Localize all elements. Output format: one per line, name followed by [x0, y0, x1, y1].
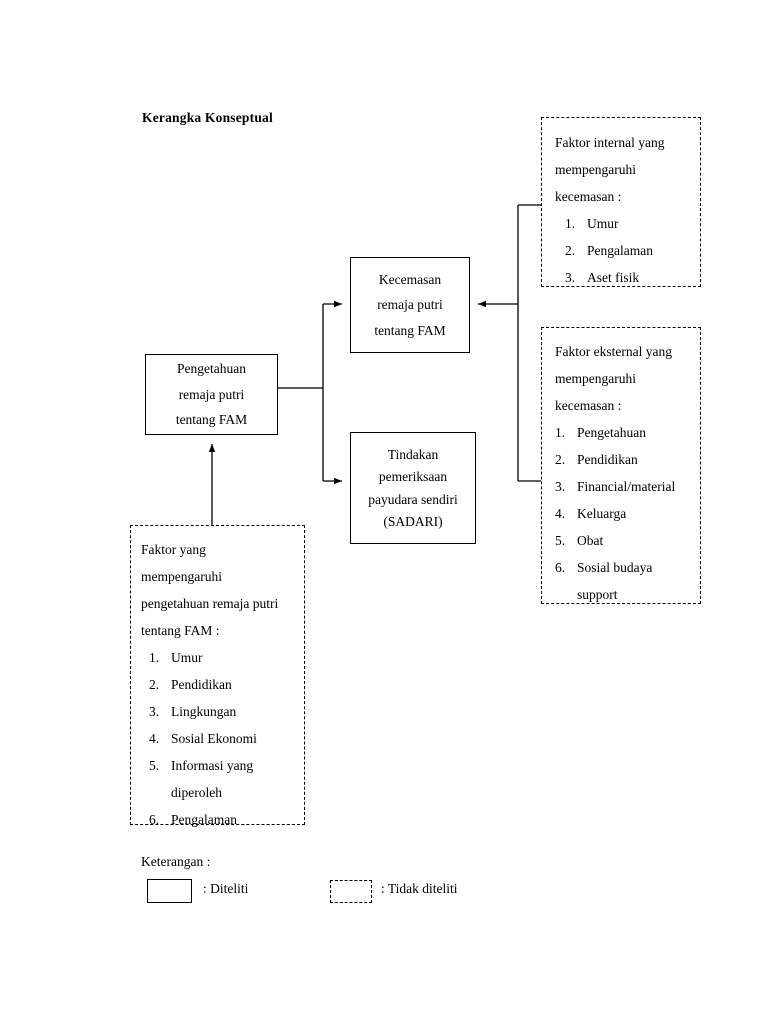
list-number: 1. — [565, 216, 576, 231]
box-kecemasan: Kecemasan remaja putri tentang FAM — [350, 257, 470, 353]
list-item: 3. Lingkungan — [149, 698, 312, 725]
external-factors-list: 1. Pengetahuan 2. Pendidikan 3. Financial/m… — [555, 419, 700, 581]
box-tindakan-sadari: Tindakan pemeriksaan payudara sendiri (S… — [350, 432, 476, 544]
list-number: 5. — [149, 758, 160, 773]
knowledge-list-continuation: diperoleh — [171, 785, 222, 800]
knowledge-heading-3: pengetahuan remaja putri — [141, 596, 279, 611]
list-item: 5. Informasi yang — [149, 752, 312, 779]
list-label: Pengalaman — [171, 812, 237, 827]
list-item: 2. Pendidikan — [149, 671, 312, 698]
list-number: 4. — [149, 731, 160, 746]
list-label: Financial/material — [577, 479, 676, 494]
list-label: Keluarga — [577, 506, 627, 521]
box-external-factors: Faktor eksternal yang mempengaruhi kecem… — [541, 327, 701, 604]
list-label: Umur — [171, 650, 203, 665]
list-number: 6. — [149, 812, 160, 827]
box-tindakan-line-1: Tindakan — [387, 446, 439, 462]
list-number: 2. — [149, 677, 160, 692]
box-pengetahuan-line-3: tentang FAM — [175, 412, 248, 428]
list-item: 2. Pengalaman — [565, 237, 710, 264]
list-label: Sosial budaya — [577, 560, 653, 575]
list-label: Pengetahuan — [577, 425, 646, 440]
legend-label-diteliti: : Diteliti — [203, 881, 249, 896]
box-pengetahuan-line-2: remaja putri — [178, 386, 245, 402]
box-kecemasan-line-2: remaja putri — [377, 297, 443, 313]
list-label: Sosial Ekonomi — [171, 731, 257, 746]
list-number: 3. — [149, 704, 160, 719]
box-kecemasan-line-3: tentang FAM — [374, 322, 446, 338]
external-list-continuation: support — [577, 587, 618, 602]
page-title: Kerangka Konseptual — [142, 110, 273, 125]
internal-heading-3: kecemasan : — [555, 189, 622, 204]
legend-title: Keterangan : — [141, 854, 211, 869]
external-heading-2: mempengaruhi — [555, 371, 636, 386]
knowledge-heading-4: tentang FAM : — [141, 623, 220, 638]
internal-heading-1: Faktor internal yang — [555, 135, 665, 150]
box-tindakan-line-2: pemeriksaan — [378, 469, 448, 484]
legend-label-tidak-diteliti: : Tidak diteliti — [381, 881, 458, 896]
list-item: 3. Aset fisik — [565, 264, 710, 291]
list-item: 2. Pendidikan — [555, 446, 700, 473]
list-number: 3. — [555, 479, 566, 494]
box-internal-factors: Faktor internal yang mempengaruhi kecema… — [541, 117, 701, 287]
list-item: 4. Keluarga — [555, 500, 700, 527]
list-label: Aset fisik — [587, 270, 640, 285]
list-item: 6. Sosial budaya — [555, 554, 700, 581]
knowledge-heading-1: Faktor yang — [141, 542, 206, 557]
box-pengetahuan-line-1: Pengetahuan — [177, 361, 246, 377]
list-item: 1. Umur — [565, 210, 710, 237]
list-label: Pendidikan — [577, 452, 638, 467]
list-label: Pendidikan — [171, 677, 232, 692]
legend-swatch-dashed — [330, 880, 372, 903]
box-kecemasan-line-1: Kecemasan — [378, 271, 442, 287]
internal-factors-list: 1. Umur 2. Pengalaman 3. Aset fisik — [555, 210, 710, 291]
external-heading-1: Faktor eksternal yang — [555, 344, 672, 359]
list-label: Pengalaman — [587, 243, 653, 258]
knowledge-factors-list-cont: 6. Pengalaman — [141, 806, 312, 833]
list-number: 2. — [565, 243, 576, 258]
list-item: 3. Financial/material — [555, 473, 700, 500]
box-knowledge-factors: Faktor yang mempengaruhi pengetahuan rem… — [130, 525, 305, 827]
list-number: 3. — [565, 270, 576, 285]
list-number: 1. — [555, 425, 566, 440]
list-label: Obat — [577, 533, 604, 548]
box-pengetahuan: Pengetahuan remaja putri tentang FAM — [145, 354, 278, 435]
list-number: 4. — [555, 506, 566, 521]
box-tindakan-line-3: payudara sendiri — [368, 491, 458, 507]
list-item: 1. Pengetahuan — [555, 419, 700, 446]
external-heading-3: kecemasan : — [555, 398, 622, 413]
list-item: 5. Obat — [555, 527, 700, 554]
list-item: 4. Sosial Ekonomi — [149, 725, 312, 752]
list-number: 2. — [555, 452, 566, 467]
knowledge-factors-list: 1. Umur 2. Pendidikan 3. Lingkungan 4. Sosia… — [141, 644, 312, 779]
list-number: 6. — [555, 560, 566, 575]
list-number: 1. — [149, 650, 160, 665]
internal-heading-2: mempengaruhi — [555, 162, 636, 177]
list-label: Informasi yang — [171, 758, 254, 773]
list-label: Umur — [587, 216, 619, 231]
legend-swatch-solid — [147, 879, 192, 903]
list-label: Lingkungan — [171, 704, 237, 719]
list-item: 1. Umur — [149, 644, 312, 671]
list-item: 6. Pengalaman — [149, 806, 312, 833]
knowledge-heading-2: mempengaruhi — [141, 569, 222, 584]
box-tindakan-line-4: (SADARI) — [383, 514, 443, 529]
list-number: 5. — [555, 533, 566, 548]
